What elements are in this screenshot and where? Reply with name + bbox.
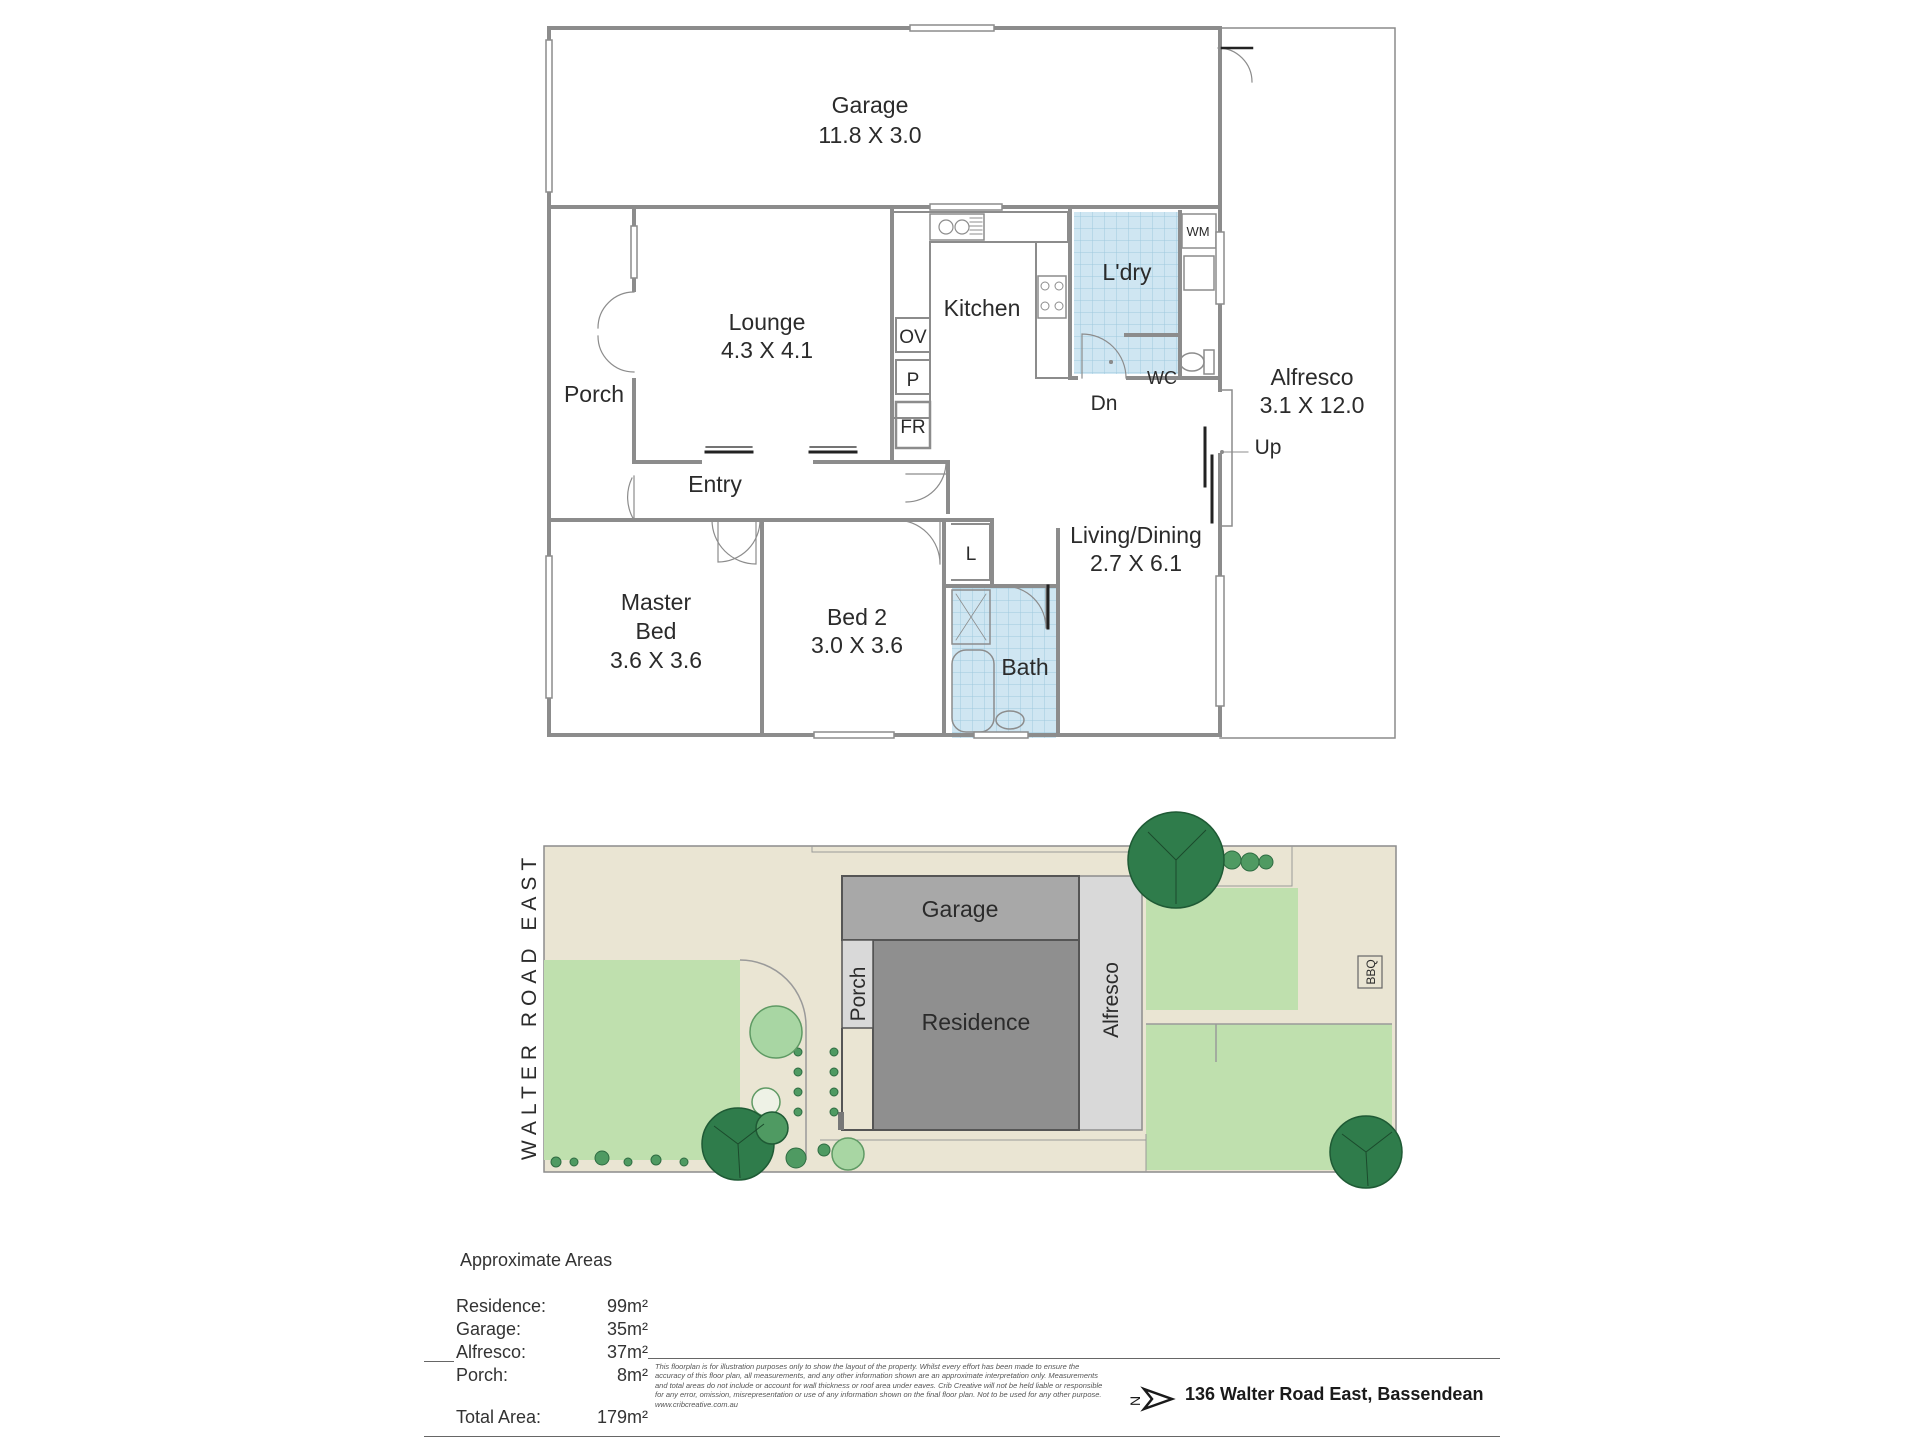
bbq-label: BBQ — [1364, 959, 1378, 984]
oven-box — [895, 317, 931, 353]
living-size: 2.7 X 6.1 — [1090, 550, 1182, 576]
footer-rule-top — [648, 1358, 1500, 1359]
area-value: 179m² — [596, 1407, 648, 1427]
up-label: Up — [1255, 436, 1282, 459]
lounge-label: Lounge — [729, 309, 806, 335]
sink — [929, 213, 985, 241]
area-label: Porch: — [456, 1365, 509, 1385]
site-residence-label: Residence — [922, 1009, 1031, 1035]
dn-label: Dn — [1091, 392, 1118, 415]
wc-label: WC — [1147, 368, 1177, 388]
site-porch — [841, 939, 874, 1029]
area-row-total: Total Area: 179m² — [456, 1407, 648, 1431]
bath-tiles — [952, 586, 1056, 738]
hall-door — [905, 461, 947, 503]
site-porch-label: Porch — [847, 967, 870, 1022]
pantry-label: P — [907, 370, 920, 391]
oven-label: OV — [899, 327, 927, 348]
washing-machine — [1181, 213, 1217, 249]
street-label: WALTER ROAD EAST — [518, 852, 541, 1160]
floor-plan-labels: Garage 11.8 X 3.0 Lounge 4.3 X 4.1 Kitch… — [564, 92, 1364, 680]
fridge-box — [894, 400, 932, 450]
bbq-box — [1357, 955, 1383, 989]
alfresco-boundary — [1219, 27, 1396, 739]
garage-side-door — [1217, 47, 1253, 83]
site-plan — [543, 811, 1403, 1189]
linen-label: L — [966, 544, 977, 565]
disclaimer-text: This floorplan is for illustration purpo… — [655, 1362, 1103, 1409]
master-bed-door — [711, 519, 757, 565]
living-label: Living/Dining — [1070, 522, 1202, 548]
front-lawn — [544, 960, 740, 1160]
shrubs — [550, 850, 1274, 1169]
area-label: Garage: — [456, 1319, 522, 1339]
areas-heading: Approximate Areas — [460, 1250, 613, 1270]
toilet — [1179, 352, 1205, 372]
bed2-label: Bed 2 — [827, 604, 887, 630]
laundry-wall — [1068, 205, 1222, 380]
porch-door — [597, 291, 635, 373]
master-bed-label-2: Bed — [636, 618, 677, 644]
area-value: 37m² — [606, 1342, 648, 1362]
pantry-box — [895, 359, 931, 395]
site-residence — [872, 939, 1080, 1131]
driveway-curve — [739, 959, 807, 1160]
kitchen-label: Kitchen — [944, 295, 1021, 321]
light-trees — [749, 1005, 865, 1171]
garage-size: 11.8 X 3.0 — [818, 122, 921, 148]
footer-rule-left — [424, 1361, 454, 1362]
area-row-alfresco: Alfresco: 37m² — [456, 1342, 648, 1366]
entry-wall — [547, 460, 950, 737]
floor-plan — [545, 24, 1396, 739]
linen-box — [951, 523, 991, 581]
laundry-label: L'dry — [1102, 259, 1152, 285]
alfresco-size: 3.1 X 12.0 — [1260, 392, 1365, 418]
site-alfresco-label: Alfresco — [1100, 962, 1123, 1038]
wm-label: WM — [1186, 224, 1209, 239]
area-label: Alfresco: — [456, 1342, 527, 1362]
area-label: Residence: — [456, 1296, 547, 1316]
porch-label: Porch — [564, 381, 624, 407]
laundry-tiles — [1074, 212, 1180, 374]
bath-label: Bath — [1001, 654, 1048, 680]
sliding-door — [1203, 426, 1214, 524]
kitchen-bench — [893, 211, 1069, 419]
bed2-size: 3.0 X 3.6 — [811, 632, 903, 658]
site-plan-labels: WALTER ROAD EAST Garage Residence Porch … — [518, 852, 1378, 1160]
area-row-porch: Porch: 8m² — [456, 1365, 648, 1389]
bed2-door — [895, 519, 941, 565]
site-garage — [841, 875, 1080, 941]
area-value: 99m² — [606, 1296, 648, 1316]
basin — [995, 710, 1025, 730]
laundry-trough — [1183, 255, 1215, 291]
master-bed-label-1: Master — [621, 589, 692, 615]
bathtub — [951, 649, 995, 733]
north-arrow-icon: N — [1127, 1386, 1176, 1412]
north-label: N — [1127, 1396, 1143, 1406]
property-address: 136 Walter Road East, Bassendean — [1185, 1384, 1484, 1404]
entry-door — [627, 475, 635, 521]
area-value: 8m² — [617, 1365, 648, 1385]
site-garage-label: Garage — [922, 896, 999, 922]
site-alfresco — [1078, 875, 1143, 1131]
bath-wall — [946, 518, 1060, 737]
area-row-residence: Residence: 99m² — [456, 1296, 648, 1320]
area-value: 35m² — [606, 1319, 648, 1339]
fridge-label: FR — [900, 417, 925, 438]
area-row-garage: Garage: 35m² — [456, 1319, 648, 1343]
area-label: Total Area: — [456, 1407, 542, 1427]
garage-label: Garage — [832, 92, 909, 118]
footer-rule-bottom — [424, 1436, 1500, 1437]
cooktop — [1037, 275, 1067, 319]
lounge-size: 4.3 X 4.1 — [721, 337, 813, 363]
rear-lawn-lower — [1146, 1024, 1392, 1170]
windows — [545, 24, 1225, 739]
master-bed-size: 3.6 X 3.6 — [610, 647, 702, 673]
alfresco-label: Alfresco — [1270, 364, 1353, 390]
entry-label: Entry — [688, 471, 742, 497]
